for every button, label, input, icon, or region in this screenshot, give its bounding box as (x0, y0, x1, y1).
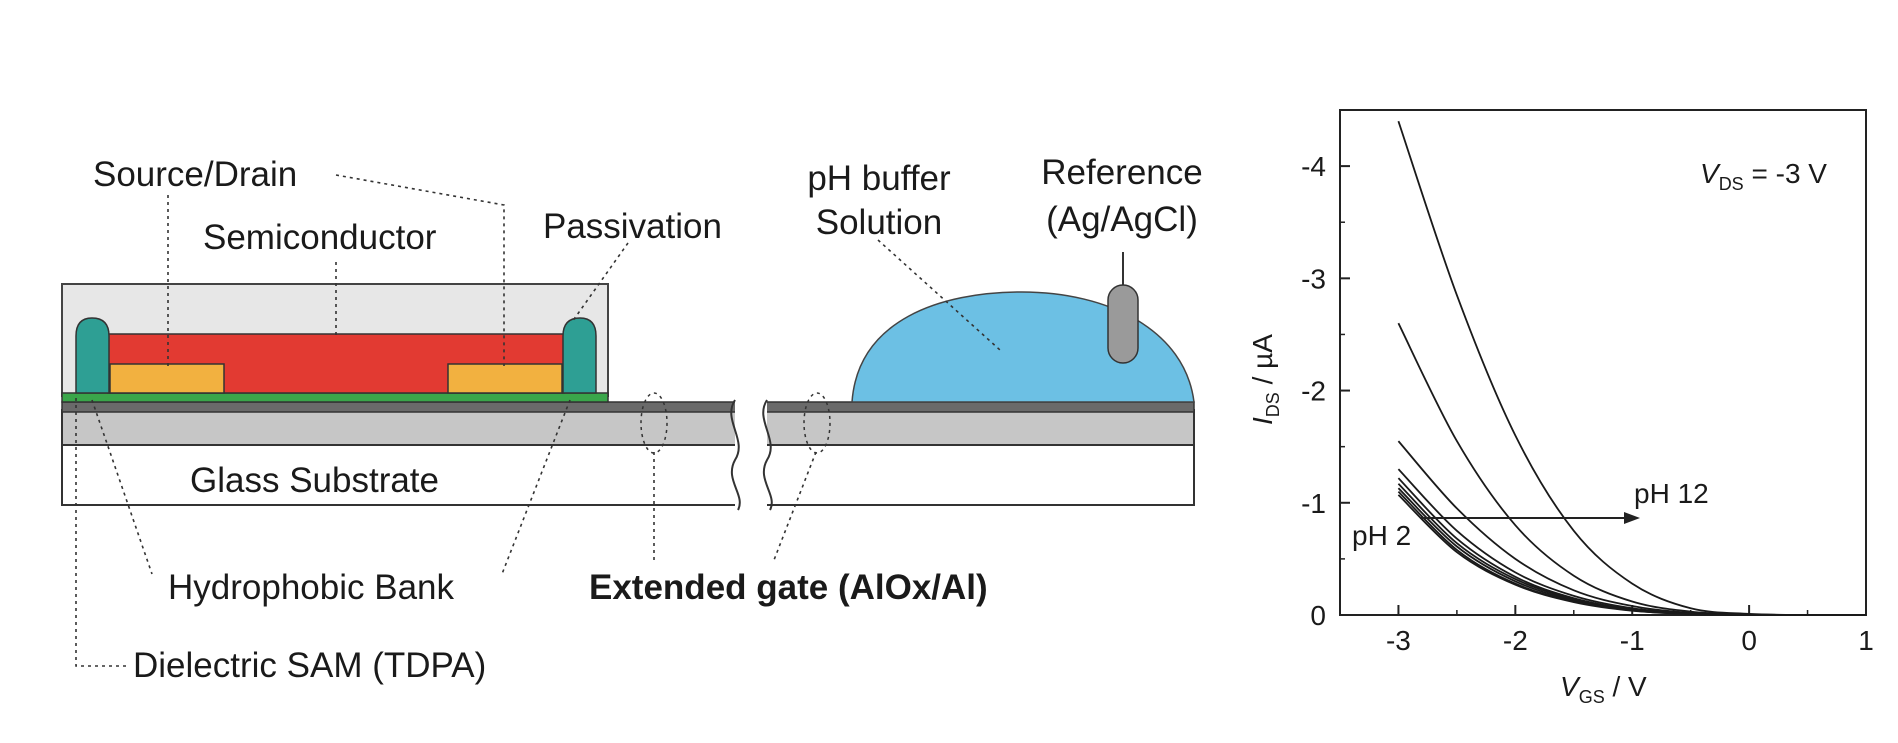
substrate-break-gap (735, 390, 767, 510)
label-semiconductor: Semiconductor (203, 218, 437, 257)
label-ph-buffer-line1: pH buffer (807, 159, 951, 198)
label-reference-line2: (Ag/AgCl) (1046, 200, 1198, 239)
vds-value: = -3 V (1744, 158, 1828, 189)
hydrophobic-bank-right (562, 317, 597, 394)
leader-source-drain (167, 174, 505, 366)
y-tick-label: -3 (1301, 263, 1326, 294)
x-tick-label: -2 (1503, 625, 1528, 656)
x-tick-label: 0 (1741, 625, 1757, 656)
dielectric-sam (61, 392, 609, 403)
label-hydrophobic-bank: Hydrophobic Bank (168, 568, 454, 607)
y-axis-unit: / µA (1247, 334, 1278, 392)
vds-var: V (1700, 158, 1721, 189)
chart-frame (1339, 109, 1867, 616)
hydrophobic-bank-left (75, 317, 110, 394)
label-ph-buffer-line2: Solution (816, 203, 942, 242)
ph-end-label: pH 12 (1634, 478, 1709, 509)
break-line-right (762, 399, 773, 511)
ph-buffer-droplet (851, 291, 1195, 403)
reference-electrode (1107, 284, 1139, 364)
y-tick-label: -2 (1301, 376, 1326, 407)
leader-extended-gate (653, 451, 817, 561)
y-tick-label: -4 (1301, 151, 1326, 182)
leader-passivation (571, 242, 629, 323)
gate-metal-layer (61, 409, 1195, 446)
y-axis-sub: DS (1263, 392, 1283, 417)
x-tick-label: 1 (1858, 625, 1874, 656)
label-glass-substrate: Glass Substrate (190, 461, 439, 500)
gate-oxide-layer (61, 401, 1195, 413)
label-dielectric-sam: Dielectric SAM (TDPA) (133, 646, 486, 685)
label-source-drain: Source/Drain (93, 155, 297, 194)
x-tick-label: -1 (1620, 625, 1645, 656)
y-axis-var: I (1247, 417, 1278, 425)
source-electrode (109, 363, 225, 394)
y-tick-label: -1 (1301, 488, 1326, 519)
ph-arrow-head (1624, 512, 1640, 524)
leader-hydrophobic-bank (91, 399, 571, 575)
x-axis-var: V (1560, 671, 1581, 702)
y-tick-label: 0 (1310, 600, 1326, 631)
label-passivation: Passivation (543, 207, 722, 246)
drain-electrode (447, 363, 563, 394)
chart-ticks: -3 -2 -1 0 1 0 -1 -2 -3 -4 (1301, 151, 1874, 656)
transfer-curve-9 (1397, 494, 1866, 616)
x-axis-label: VGS / V (1560, 671, 1647, 707)
device-schematic: Source/Drain Semiconductor Passivation p… (61, 153, 1203, 685)
x-tick-label: -3 (1386, 625, 1411, 656)
x-axis-unit: / V (1605, 671, 1647, 702)
vds-sub: DS (1719, 174, 1744, 194)
y-axis-label: IDS / µA (1247, 334, 1283, 425)
x-axis-sub: GS (1579, 687, 1605, 707)
ph-start-label: pH 2 (1352, 520, 1411, 551)
chart-lines (1397, 120, 1867, 616)
label-extended-gate: Extended gate (AlOx/Al) (589, 568, 988, 607)
break-line-left (730, 399, 741, 511)
leader-dielectric-sam (75, 398, 126, 667)
glass-substrate (61, 444, 1195, 506)
label-reference-line1: Reference (1041, 153, 1202, 192)
gate-highlight-ellipse-2 (803, 392, 831, 454)
vds-annotation: VDS = -3 V (1700, 158, 1827, 194)
